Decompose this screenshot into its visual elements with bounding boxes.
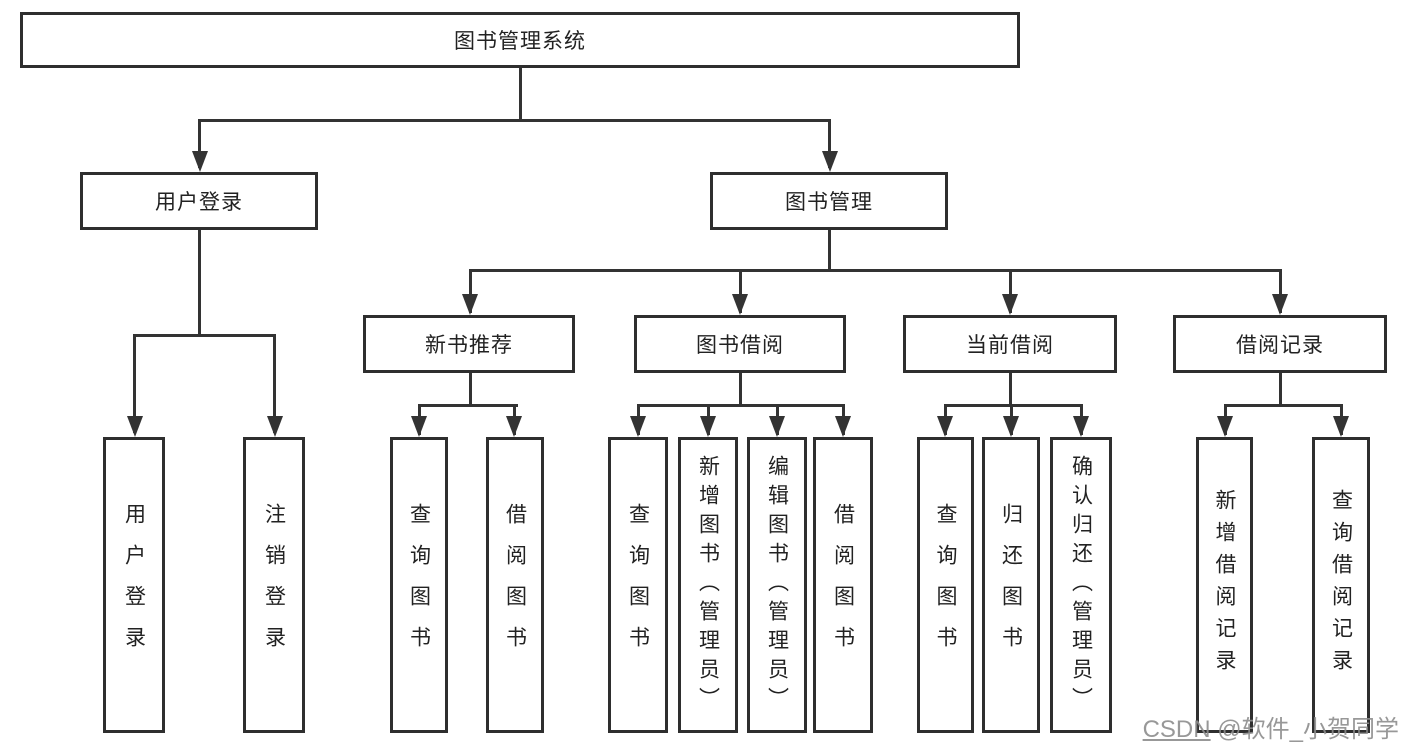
leaf-edit-books-admin-label: 编辑图书（管理员） xyxy=(765,454,789,716)
node-book-borrowing: 图书借阅 xyxy=(634,315,846,373)
connector-login-bar xyxy=(133,334,276,337)
leaf-query-books-3: 查询图书 xyxy=(917,437,974,733)
leaf-logout: 注销登录 xyxy=(243,437,305,733)
arrowhead-icon xyxy=(411,416,427,437)
leaf-add-books-admin: 新增图书（管理员） xyxy=(678,437,738,733)
watermark-handle: @软件_小贺同学 xyxy=(1210,716,1399,743)
connector-level1-bar xyxy=(198,119,831,122)
node-borrowing-records: 借阅记录 xyxy=(1173,315,1387,373)
connector-borrow-bar xyxy=(637,404,845,407)
connector-to-records xyxy=(1279,271,1282,313)
arrowhead-icon xyxy=(1217,416,1233,437)
leaf-borrow-books-2-label: 借阅图书 xyxy=(831,503,855,667)
arrowhead-icon xyxy=(630,416,646,437)
arrowhead-icon xyxy=(835,416,851,437)
connector-to-user-login xyxy=(198,120,201,168)
leaf-query-books-2: 查询图书 xyxy=(608,437,668,733)
arrowhead-icon xyxy=(192,151,208,172)
connector-login-stem xyxy=(198,230,201,335)
connector-root-stem xyxy=(519,68,522,120)
connector-record-bar xyxy=(1224,404,1343,407)
node-user-login: 用户登录 xyxy=(80,172,318,230)
leaf-borrow-books-2: 借阅图书 xyxy=(813,437,873,733)
node-root-label: 图书管理系统 xyxy=(454,30,586,53)
leaf-user-login-label: 用户登录 xyxy=(122,503,146,667)
connector-to-new-book xyxy=(469,271,472,313)
connector-to-book-management xyxy=(828,120,831,168)
connector-to-leaf-logout xyxy=(273,335,276,433)
connector-to-current xyxy=(1009,271,1012,313)
leaf-query-borrow-record-label: 查询借阅记录 xyxy=(1329,489,1353,681)
node-new-book-recommend-label: 新书推荐 xyxy=(425,334,513,357)
connector-to-leaf-user-login xyxy=(133,335,136,433)
leaf-edit-books-admin: 编辑图书（管理员） xyxy=(747,437,807,733)
leaf-return-books: 归还图书 xyxy=(982,437,1040,733)
leaf-query-books-2-label: 查询图书 xyxy=(626,503,650,667)
connector-current-stem xyxy=(1009,373,1012,406)
connector-to-borrowing xyxy=(739,271,742,313)
leaf-logout-label: 注销登录 xyxy=(262,503,286,667)
node-borrowing-records-label: 借阅记录 xyxy=(1236,334,1324,357)
arrowhead-icon xyxy=(1272,294,1288,315)
node-new-book-recommend: 新书推荐 xyxy=(363,315,575,373)
connector-new-bar xyxy=(418,404,518,407)
leaf-add-books-admin-label: 新增图书（管理员） xyxy=(696,454,720,716)
connector-new-stem xyxy=(469,373,472,406)
node-user-login-label: 用户登录 xyxy=(155,191,243,214)
arrowhead-icon xyxy=(937,416,953,437)
leaf-query-books-3-label: 查询图书 xyxy=(934,503,957,667)
node-book-borrowing-label: 图书借阅 xyxy=(696,334,784,357)
leaf-return-books-label: 归还图书 xyxy=(999,503,1023,667)
leaf-query-books-1: 查询图书 xyxy=(390,437,448,733)
arrowhead-icon xyxy=(732,294,748,315)
arrowhead-icon xyxy=(769,416,785,437)
leaf-confirm-return-admin-label: 确认归还（管理员） xyxy=(1069,454,1093,716)
leaf-user-login: 用户登录 xyxy=(103,437,165,733)
node-current-borrowing-label: 当前借阅 xyxy=(966,334,1054,357)
arrowhead-icon xyxy=(1073,416,1089,437)
leaf-query-books-1-label: 查询图书 xyxy=(407,503,431,667)
arrowhead-icon xyxy=(1003,416,1019,437)
node-book-management: 图书管理 xyxy=(710,172,948,230)
connector-current-bar xyxy=(944,404,1083,407)
arrowhead-icon xyxy=(127,416,143,437)
arrowhead-icon xyxy=(1333,416,1349,437)
leaf-add-borrow-record: 新增借阅记录 xyxy=(1196,437,1253,733)
connector-mgmt-stem xyxy=(828,230,831,271)
arrowhead-icon xyxy=(462,294,478,315)
node-book-management-label: 图书管理 xyxy=(785,191,873,214)
watermark-csdn: CSDN xyxy=(1142,716,1211,743)
arrowhead-icon xyxy=(1002,294,1018,315)
leaf-confirm-return-admin: 确认归还（管理员） xyxy=(1050,437,1112,733)
node-root: 图书管理系统 xyxy=(20,12,1020,68)
arrowhead-icon xyxy=(700,416,716,437)
leaf-borrow-books-1-label: 借阅图书 xyxy=(503,503,527,667)
arrowhead-icon xyxy=(822,151,838,172)
arrowhead-icon xyxy=(267,416,283,437)
connector-record-stem xyxy=(1279,373,1282,406)
connector-mgmt-bar xyxy=(469,269,1282,272)
watermark: CSDN @软件_小贺同学 xyxy=(1143,709,1399,744)
connector-borrow-stem xyxy=(739,373,742,406)
leaf-query-borrow-record: 查询借阅记录 xyxy=(1312,437,1370,733)
leaf-add-borrow-record-label: 新增借阅记录 xyxy=(1213,489,1236,681)
node-current-borrowing: 当前借阅 xyxy=(903,315,1117,373)
arrowhead-icon xyxy=(506,416,522,437)
leaf-borrow-books-1: 借阅图书 xyxy=(486,437,544,733)
